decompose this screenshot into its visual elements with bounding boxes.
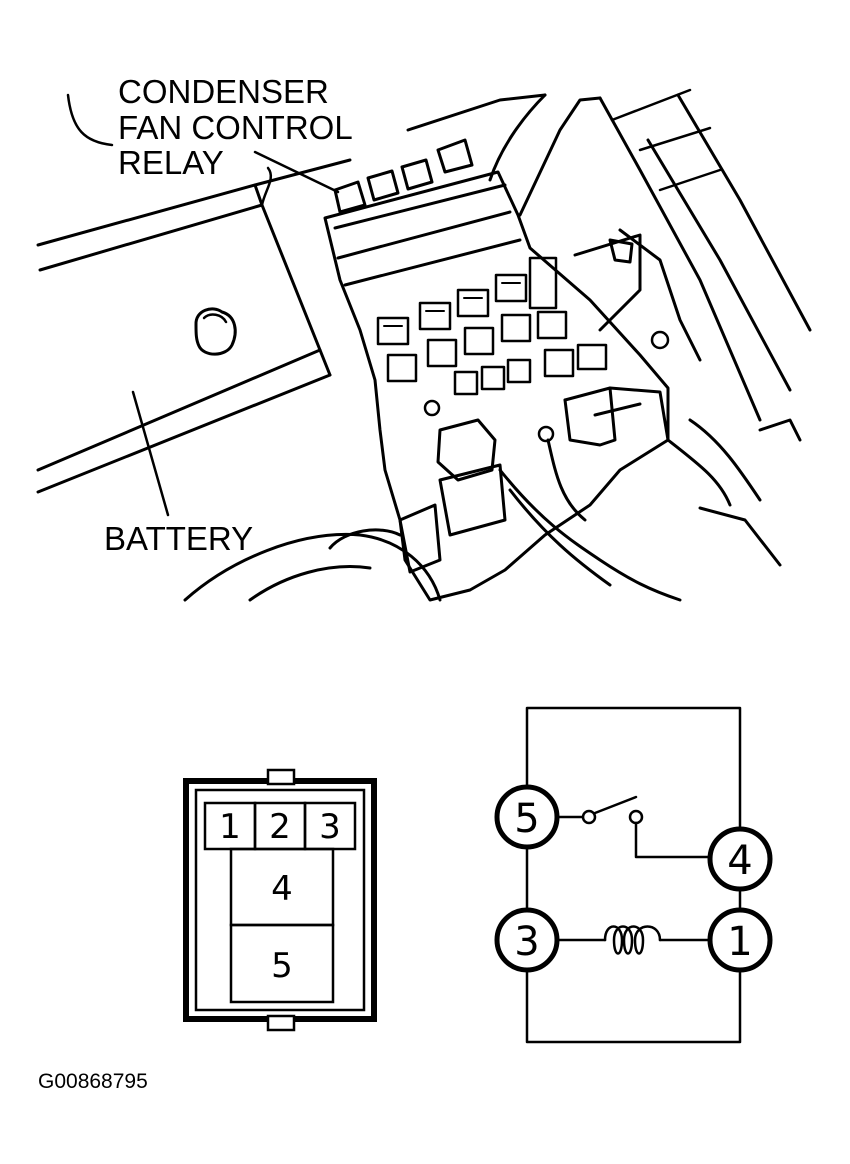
connector-pin-4: 4	[271, 869, 293, 909]
connector-pin-2: 2	[269, 807, 291, 847]
relay-connector-face	[183, 768, 377, 1032]
connector-pin-5: 5	[271, 946, 293, 986]
relay-schematic	[494, 706, 773, 1044]
schematic-pin-1: 1	[727, 919, 752, 965]
relay-label-line2: FAN CONTROL	[118, 109, 353, 146]
engine-bay-illustration	[36, 88, 812, 602]
figure-code: G00868795	[38, 1070, 148, 1093]
schematic-pin-5: 5	[514, 796, 539, 842]
schematic-pin-3: 3	[514, 919, 539, 965]
connector-pin-3: 3	[319, 807, 341, 847]
relay-label-line3: RELAY	[118, 144, 224, 181]
battery-label: BATTERY	[104, 520, 253, 557]
relay-label-line1: CONDENSER	[118, 73, 329, 110]
connector-pin-1: 1	[219, 807, 241, 847]
schematic-pin-4: 4	[727, 838, 752, 884]
